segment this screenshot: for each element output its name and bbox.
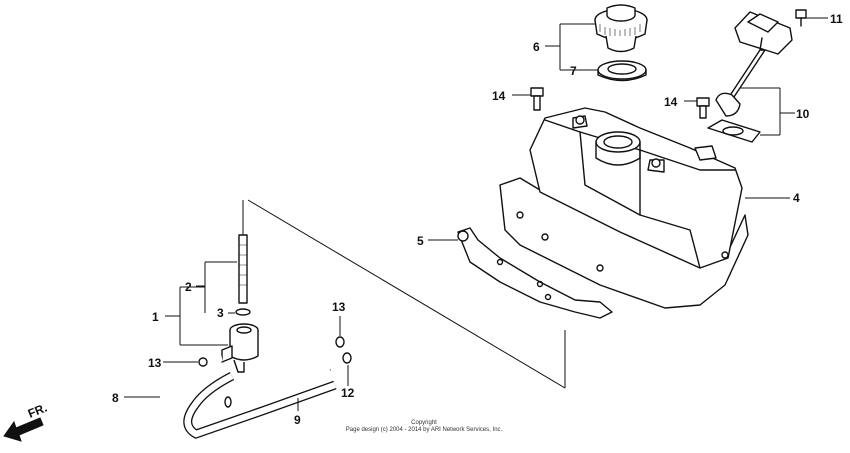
tank-bracket[interactable] — [457, 227, 613, 319]
callout-10: 10 — [796, 107, 810, 121]
tube-clip-13-left[interactable] — [198, 357, 208, 367]
callout-7: 7 — [570, 64, 577, 78]
tube-clip-12[interactable] — [342, 352, 352, 364]
bolt-14-right[interactable] — [696, 97, 710, 119]
callout-13-right: 13 — [332, 300, 346, 314]
assembly-guide-lines — [242, 199, 566, 389]
callout-2: 2 — [185, 280, 192, 294]
callout-11: 11 — [830, 12, 843, 26]
callout-9: 9 — [294, 413, 301, 427]
front-direction-arrow-icon — [3, 417, 44, 442]
front-direction-label: FR. — [26, 401, 49, 421]
callout-3: 3 — [217, 306, 224, 320]
fuel-gauge-unit[interactable] — [715, 11, 793, 117]
o-ring[interactable] — [235, 308, 251, 316]
callout-6: 6 — [533, 40, 540, 54]
fuel-tube-9[interactable] — [183, 372, 337, 439]
callout-14-right: 14 — [664, 95, 678, 109]
bolt-11[interactable] — [795, 9, 807, 27]
leader-lines — [124, 17, 828, 411]
callout-1: 1 — [152, 310, 159, 324]
fuel-tank[interactable] — [499, 107, 749, 309]
fuel-cock[interactable] — [221, 323, 259, 373]
fuel-strainer[interactable] — [238, 234, 248, 304]
copyright-line-2: Page design (c) 2004 - 2014 by ARI Netwo… — [346, 427, 503, 433]
callout-8: 8 — [112, 391, 119, 405]
gauge-gasket[interactable] — [707, 119, 761, 143]
tube-clip[interactable] — [224, 396, 232, 408]
bolt-14-left[interactable] — [530, 87, 544, 111]
callout-13-left: 13 — [148, 356, 162, 370]
callout-4: 4 — [793, 191, 800, 205]
copyright-line-1: Copyright — [411, 420, 437, 426]
callout-5: 5 — [417, 234, 424, 248]
tube-clip-13-right[interactable] — [335, 336, 345, 348]
callout-14-left: 14 — [492, 89, 506, 103]
cap-seal[interactable] — [597, 60, 647, 82]
fuel-tube-8[interactable] — [153, 354, 332, 443]
fuel-cap[interactable] — [594, 4, 648, 53]
callout-12: 12 — [341, 386, 355, 400]
